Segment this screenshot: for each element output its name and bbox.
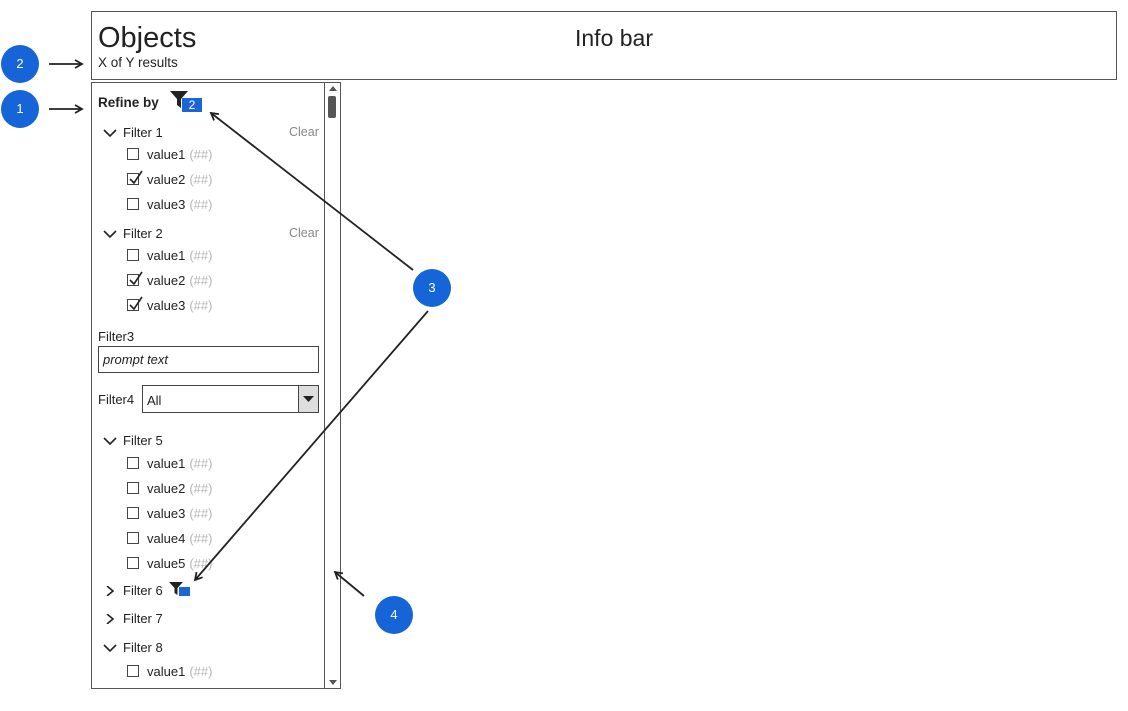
filter-6-header[interactable]: Filter 6 <box>103 582 163 598</box>
filter-1-header[interactable]: Filter 1 <box>103 124 163 140</box>
option-label: value2 <box>147 481 186 496</box>
checkbox-checked[interactable] <box>127 271 143 286</box>
scroll-thumb[interactable] <box>328 96 336 118</box>
checkbox[interactable] <box>127 198 139 210</box>
active-filter-count-badge: 2 <box>182 98 202 112</box>
option-count: (##) <box>189 481 213 496</box>
checkbox[interactable] <box>127 482 139 494</box>
callout-3-arrow-up <box>209 111 414 271</box>
callout-1: 1 <box>1 90 39 128</box>
scroll-down-arrow[interactable] <box>329 680 337 685</box>
option-label: value1 <box>147 248 186 263</box>
filter-3-label: Filter3 <box>98 329 135 344</box>
option-label: value4 <box>147 531 186 546</box>
checkmark-icon <box>129 170 143 185</box>
filter-2-header[interactable]: Filter 2 <box>103 225 163 241</box>
checkbox[interactable] <box>127 665 139 677</box>
sidebar-content: Refine by 2 Filter 1 Clear value1(##) va… <box>92 83 324 688</box>
callout-3-arrow-down <box>193 310 429 582</box>
sidebar-scrollbar[interactable] <box>324 83 340 688</box>
option-label: value3 <box>147 298 186 313</box>
checkbox[interactable] <box>127 148 139 160</box>
filter-8-header[interactable]: Filter 8 <box>103 639 163 655</box>
callout-4: 4 <box>375 596 413 634</box>
checkbox[interactable] <box>127 249 139 261</box>
filter-2-label: Filter 2 <box>123 226 163 242</box>
checkmark-icon <box>129 271 143 286</box>
option-count: (##) <box>189 531 213 546</box>
callout-3: 3 <box>413 269 451 307</box>
filter-active-icon <box>169 582 183 595</box>
option-label: value2 <box>147 273 186 288</box>
option-label: value2 <box>147 172 186 187</box>
callout-4-arrow <box>333 570 365 597</box>
option-count: (##) <box>189 172 213 187</box>
results-count: X of Y results <box>98 55 178 70</box>
filter-active-badge <box>179 587 190 596</box>
option-count: (##) <box>189 147 213 162</box>
dropdown-button[interactable] <box>298 386 318 412</box>
option-label: value3 <box>147 197 186 212</box>
option-label: value1 <box>147 147 186 162</box>
filter-4-selected-value: All <box>147 393 162 408</box>
filter-1-label: Filter 1 <box>123 125 163 141</box>
checkmark-icon <box>129 296 143 311</box>
filter-5-header[interactable]: Filter 5 <box>103 432 163 448</box>
callout-2: 2 <box>1 45 39 83</box>
option-count: (##) <box>189 273 213 288</box>
option-count: (##) <box>189 248 213 263</box>
option-count: (##) <box>189 506 213 521</box>
chevron-down-icon <box>103 643 117 652</box>
checkbox[interactable] <box>127 457 139 469</box>
filter-6-label: Filter 6 <box>123 583 163 599</box>
refine-by-heading: Refine by <box>98 95 159 110</box>
filter-1-clear-link[interactable]: Clear <box>289 125 319 139</box>
filter-5-label: Filter 5 <box>123 433 163 449</box>
chevron-right-icon <box>106 613 115 624</box>
chevron-down-icon <box>103 128 117 137</box>
filter-icon <box>170 91 188 108</box>
checkbox[interactable] <box>127 507 139 519</box>
filter-7-header[interactable]: Filter 7 <box>103 610 163 626</box>
header-bar: Objects X of Y results Info bar <box>91 11 1117 80</box>
refine-sidebar: Refine by 2 Filter 1 Clear value1(##) va… <box>91 82 341 689</box>
option-count: (##) <box>189 197 213 212</box>
filter-2-clear-link[interactable]: Clear <box>289 226 319 240</box>
chevron-down-icon <box>103 436 117 445</box>
scroll-up-arrow[interactable] <box>329 86 337 91</box>
option-label: value5 <box>147 556 186 571</box>
option-label: value3 <box>147 506 186 521</box>
caret-down-icon <box>303 396 314 402</box>
filter-4-dropdown[interactable]: All <box>142 385 319 413</box>
chevron-down-icon <box>103 229 117 238</box>
option-count: (##) <box>189 664 213 679</box>
chevron-right-icon <box>106 585 115 596</box>
option-label: value1 <box>147 456 186 471</box>
filter-4-label: Filter4 <box>98 392 135 407</box>
filter-3-text-input[interactable]: prompt text <box>98 346 319 373</box>
option-count: (##) <box>189 298 213 313</box>
checkbox[interactable] <box>127 532 139 544</box>
option-count: (##) <box>189 456 213 471</box>
option-label: value1 <box>147 664 186 679</box>
checkbox[interactable] <box>127 557 139 569</box>
filter-7-label: Filter 7 <box>123 611 163 627</box>
filter-8-label: Filter 8 <box>123 640 163 656</box>
checkbox-checked[interactable] <box>127 170 143 185</box>
info-bar: Info bar <box>575 25 653 51</box>
checkbox-checked[interactable] <box>127 296 143 311</box>
page-title: Objects <box>98 22 197 54</box>
